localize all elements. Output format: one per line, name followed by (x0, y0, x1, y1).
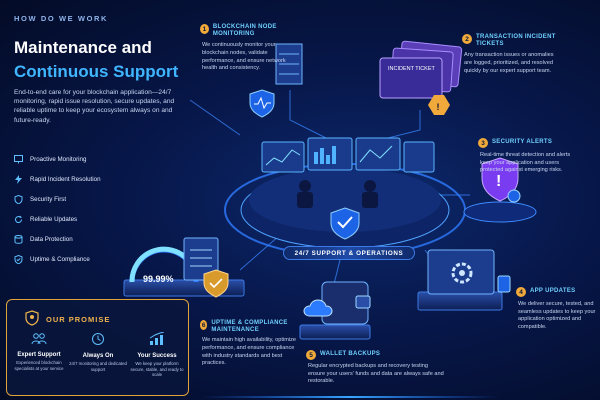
page-title-line2: Continuous Support (14, 62, 179, 81)
callout-node-monitoring: 1 BLOCKCHAIN NODE MONITORING We continuo… (200, 24, 308, 73)
callout-title: TRANSACTION INCIDENT TICKETS (476, 34, 556, 48)
callout-incident-tickets: 2 TRANSACTION INCIDENT TICKETS Any trans… (462, 34, 592, 75)
refresh-icon (14, 215, 23, 224)
feature-item: Reliable Updates (14, 211, 164, 227)
ticket-label: INCIDENT TICKET (388, 66, 435, 72)
callout-security-alerts: 3 SECURITY ALERTS Real-time threat detec… (478, 138, 596, 175)
promise-item: Expert Support Experienced blockchain sp… (10, 332, 68, 371)
callout-number: 5 (306, 350, 316, 360)
promise-panel (6, 299, 189, 396)
feature-label: Uptime & Compliance (30, 255, 90, 263)
uptime-gauge-illustration: 99.99% (123, 237, 245, 298)
center-operations-label: 24/7 SUPPORT & OPERATIONS (283, 246, 415, 260)
eyebrow-label: HOW DO WE WORK (14, 14, 109, 23)
callout-title: WALLET BACKUPS (320, 351, 381, 358)
svg-text:!: ! (496, 173, 501, 190)
operators (297, 180, 378, 208)
server-rack-illustration (249, 43, 303, 118)
feature-label: Security First (30, 195, 67, 203)
badge-icon (24, 310, 40, 331)
app-updates-illustration (417, 249, 511, 311)
promise-heading: Always On (82, 353, 114, 359)
feature-item: Uptime & Compliance (14, 251, 164, 267)
page-title-line1: Maintenance and (14, 38, 152, 57)
intro-text: End-to-end care for your blockchain appl… (14, 89, 175, 124)
monitor-wall (261, 137, 435, 173)
database-icon (14, 234, 23, 244)
feature-label: Data Protection (30, 235, 73, 243)
promise-heading: Your Success (137, 353, 177, 359)
callout-wallet-backups: 5 WALLET BACKUPS Regular encrypted backu… (306, 350, 446, 386)
callout-text: Any transaction issues or anomalies are … (464, 52, 554, 74)
callout-uptime-compliance: 6 UPTIME & COMPLIANCE MAINTENANCE We mai… (200, 320, 304, 368)
callout-number: 4 (516, 287, 526, 297)
callout-number: 1 (200, 24, 209, 34)
callout-number: 3 (478, 138, 488, 148)
feature-item: Proactive Monitoring (14, 151, 164, 167)
callout-text: Real-time threat detection and alerts ke… (480, 152, 571, 174)
promise-text: We keep your platform secure, stable, an… (130, 361, 184, 378)
feature-item: Rapid Incident Resolution (14, 171, 164, 187)
shield-icon (14, 194, 23, 204)
promise-text: Experienced blockchain specialists at yo… (14, 360, 64, 371)
callout-number: 6 (200, 320, 208, 330)
feature-item: Data Protection (14, 231, 164, 247)
uptime-value: 99.99% (143, 274, 174, 284)
clock-icon (69, 332, 127, 351)
feature-label: Rapid Incident Resolution (30, 175, 101, 183)
callout-title: APP UPDATES (530, 288, 576, 295)
check-shield-icon (14, 254, 23, 264)
promise-heading: Expert Support (17, 352, 61, 358)
svg-text:!: ! (437, 102, 440, 112)
incident-ticket-illustration: INCIDENT TICKET ! (379, 40, 463, 115)
people-icon (10, 332, 68, 350)
operations-center (224, 137, 466, 257)
callout-text: We deliver secure, tested, and seamless … (518, 301, 596, 330)
bolt-icon (14, 174, 23, 184)
callout-text: We maintain high availability, optimize … (202, 337, 296, 367)
growth-chart-icon (128, 331, 186, 351)
callout-title: UPTIME & COMPLIANCE MAINTENANCE (211, 320, 288, 334)
callout-number: 2 (462, 34, 472, 44)
security-alert-illustration: ! (463, 157, 537, 223)
promise-title: OUR PROMISE (46, 315, 111, 324)
wallet-illustration (299, 281, 371, 340)
promise-item: Always On 24/7 monitoring and dedicated … (69, 332, 127, 372)
promise-text: 24/7 monitoring and dedicated support (69, 361, 127, 372)
callout-app-updates: 4 APP UPDATES We deliver secure, tested,… (516, 287, 598, 331)
callout-text: Regular encrypted backups and recovery t… (308, 363, 444, 385)
promise-item: Your Success We keep your platform secur… (128, 331, 186, 378)
center-shield-icon (330, 207, 360, 240)
callout-text: We continuously monitor your blockchain … (202, 42, 286, 72)
callout-title: SECURITY ALERTS (492, 139, 553, 146)
feature-label: Proactive Monitoring (30, 155, 87, 163)
callout-title: BLOCKCHAIN NODE MONITORING (212, 24, 277, 38)
feature-item: Security First (14, 191, 164, 207)
monitor-icon (14, 154, 23, 164)
feature-label: Reliable Updates (30, 215, 78, 223)
